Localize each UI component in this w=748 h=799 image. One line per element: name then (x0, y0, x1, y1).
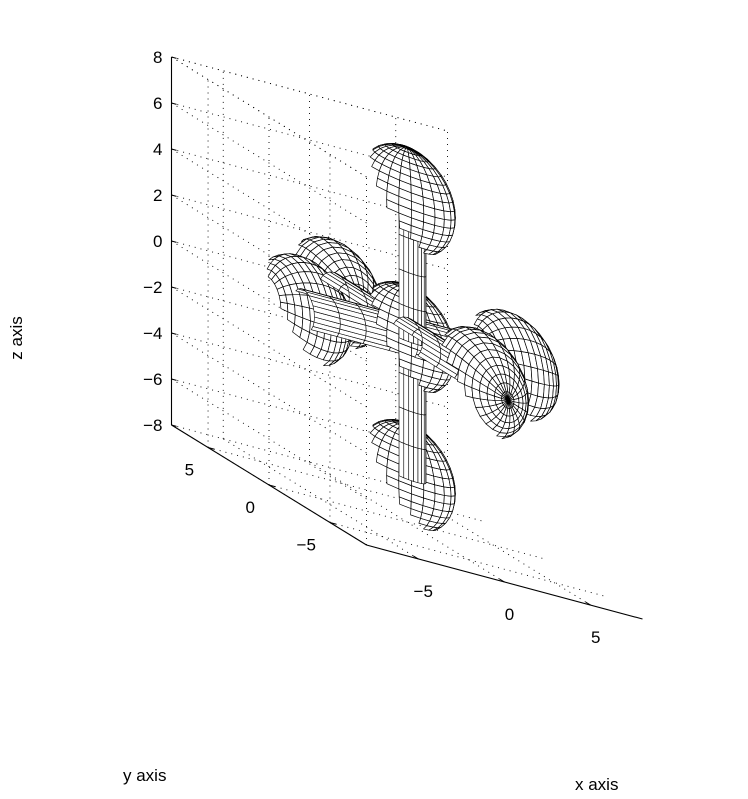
x-tick (499, 578, 505, 583)
sphere-minus-y (441, 326, 530, 440)
z-tick-label: −2 (143, 278, 162, 297)
y-tick (329, 522, 337, 525)
y-tick (207, 447, 215, 450)
grid-line (309, 461, 505, 583)
z-tick-label: −6 (143, 370, 162, 389)
y-tick (268, 484, 276, 488)
y-tick-label: 5 (185, 461, 194, 480)
z-tick-label: 0 (153, 232, 162, 251)
x-tick-label: 0 (505, 605, 514, 624)
z-tick-label: 8 (153, 48, 162, 67)
z-tick (171, 56, 177, 59)
z-tick (171, 286, 177, 289)
z-tick (171, 148, 177, 151)
grid-line (223, 438, 419, 560)
x-tick-label: −5 (414, 582, 433, 601)
sphere-top (369, 143, 456, 256)
z-tick (171, 102, 177, 105)
z-tick (171, 424, 177, 427)
mesh-surfaces (266, 143, 560, 532)
y-axis-label: y axis (123, 766, 166, 785)
grid-line (171, 148, 367, 270)
z-tick (171, 240, 177, 243)
z-axis-label: z axis (7, 316, 26, 359)
axis-lines (170, 56, 643, 620)
z-tick-label: −4 (143, 324, 162, 343)
grid-line (171, 286, 367, 408)
y-tick-label: 0 (246, 498, 255, 517)
grid-line (171, 102, 367, 224)
z-tick (171, 378, 177, 381)
grid-line (171, 332, 367, 454)
grid-line (171, 378, 367, 500)
tick-labels: −8 −6 −4 −2 0 2 4 6 8 −5 0 5 −5 0 5 (143, 48, 600, 647)
x-axis-label: x axis (575, 775, 618, 794)
box-edge (171, 56, 367, 178)
x-tick (412, 555, 419, 560)
grid-line (395, 484, 591, 606)
z-tick-label: 6 (153, 94, 162, 113)
z-tick-label: −8 (143, 416, 162, 435)
z-tick-label: 4 (153, 140, 162, 159)
z-tick (171, 194, 177, 197)
grid-line (171, 240, 367, 362)
x-tick (585, 601, 592, 606)
y-tick-label: −5 (297, 536, 316, 555)
z-tick-label: 2 (153, 186, 162, 205)
z-tick (171, 332, 177, 335)
x-tick-label: 5 (591, 628, 600, 647)
grid-line (171, 194, 367, 316)
